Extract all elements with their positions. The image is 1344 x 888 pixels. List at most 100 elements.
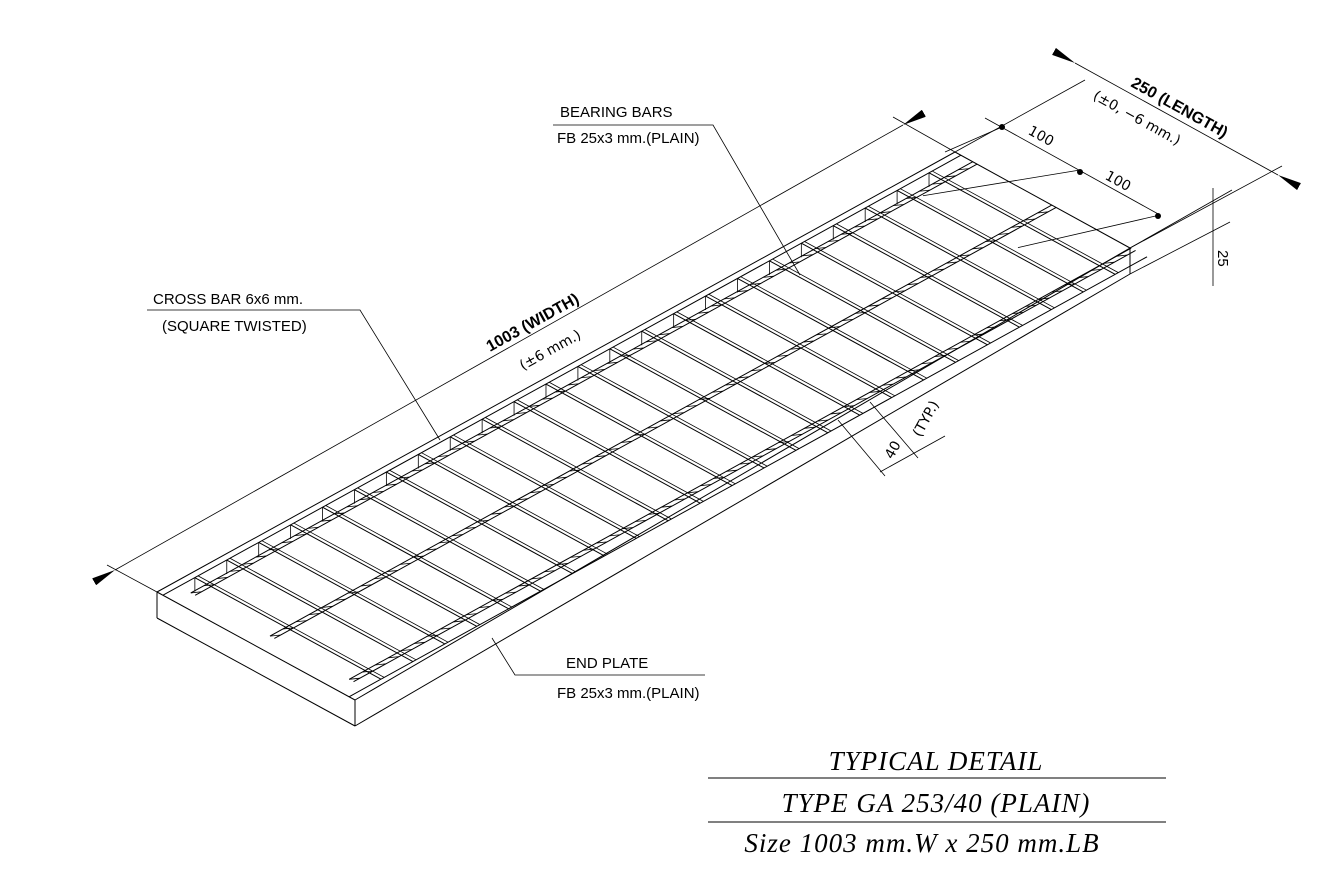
bearing-bar-edge	[580, 364, 768, 467]
cross-bar	[274, 206, 1057, 639]
length-dimension-line	[1052, 47, 1301, 191]
bearing-bar-edge	[772, 258, 959, 361]
title-line-2: TYPE GA 253/40 (PLAIN)	[782, 788, 1091, 818]
cross-bar-twist	[1038, 297, 1050, 300]
cross-bar-twist	[190, 591, 202, 594]
bearing-bar-edge	[708, 293, 896, 397]
cross-bar-twist	[945, 175, 956, 178]
cross-bar-twist	[959, 254, 971, 257]
cross-bar-twist	[1116, 254, 1128, 257]
end-plate-leader	[491, 637, 705, 676]
bearing-bar-edge	[261, 540, 449, 643]
cross-bar-leader	[147, 309, 441, 441]
pitch-dimension-line	[879, 435, 946, 473]
cross-bar-twist	[282, 627, 294, 630]
cross-bar-twist	[972, 247, 984, 250]
title-line-3: Size 1003 mm.W x 250 mm.LB	[744, 828, 1099, 858]
cross-bar-twist	[388, 656, 399, 659]
cross-bar-twist	[932, 182, 943, 185]
cross-bar-twist	[1077, 276, 1089, 279]
end-plate-right-top	[954, 151, 1131, 249]
pitch-extension-2	[869, 401, 919, 459]
grating-geometry	[92, 47, 1301, 727]
bearing-bar-edge	[517, 399, 704, 502]
end-plate-title: END PLATE	[566, 655, 648, 672]
depth-extension-top	[1129, 189, 1233, 249]
title-line-1: TYPICAL DETAIL	[829, 746, 1044, 776]
bearing-bar-edge	[485, 417, 672, 520]
cross-bar-twist	[934, 355, 946, 357]
width-extension-right	[892, 116, 956, 153]
bearing-bar-edge	[932, 170, 1119, 273]
bearing-bars-spec: FB 25x3 mm.(PLAIN)	[557, 130, 700, 147]
cross-bar-twist	[334, 598, 346, 601]
bearing-bar-edge	[868, 205, 1055, 309]
cross-bar-twist	[479, 606, 491, 608]
pitch-extension-1	[837, 419, 886, 477]
bearing-bar-edge	[421, 452, 608, 555]
depth-dimension: 25	[1214, 250, 1231, 267]
cross-bar-twist	[947, 347, 959, 350]
cross-bar-twist	[933, 268, 945, 271]
spacing-dimension-1: 100	[1025, 123, 1056, 150]
cross-bar-twist	[1051, 290, 1063, 293]
cross-bar-twist	[1103, 261, 1115, 264]
length-extension-back	[954, 79, 1086, 153]
cross-bar-twist	[349, 677, 360, 680]
cross-bar-twist	[1037, 211, 1049, 214]
end-plate-spec: FB 25x3 mm.(PLAIN)	[557, 685, 700, 702]
bearing-bars-leader	[553, 124, 801, 276]
cross-bar-twist	[1024, 218, 1036, 221]
dimension-dot	[1155, 213, 1161, 219]
cross-bar-twist	[375, 663, 386, 666]
bearing-bar-edge	[644, 329, 832, 432]
length-extension-front	[1129, 165, 1283, 249]
cross-bar-twist	[1025, 304, 1037, 307]
cross-bar-twist	[999, 319, 1011, 322]
cross-bar-twist	[466, 613, 478, 616]
cross-bar-twist	[1090, 268, 1102, 271]
bearing-bar-edge	[357, 487, 544, 590]
cross-bar-twist	[958, 168, 969, 171]
width-extension-left	[106, 564, 158, 593]
cross-bar-twist	[973, 333, 985, 336]
length-dimension: 250 (LENGTH)	[1128, 75, 1230, 142]
cross-bar-twist	[985, 240, 997, 243]
bearing-bar-edge	[293, 522, 481, 625]
bearing-bar-edge	[612, 346, 800, 449]
cross-bar-twist	[453, 620, 465, 623]
cross-bar-twist	[295, 620, 307, 623]
cross-bar-twist	[440, 627, 452, 630]
cross-bar-twist	[946, 261, 958, 264]
bearing-bars-title: BEARING BARS	[560, 104, 673, 121]
bearing-bar-edge	[900, 188, 1087, 291]
cross-bar-twist	[986, 326, 998, 329]
cross-bar-twist	[362, 670, 373, 673]
cross-bar-twist	[308, 613, 320, 616]
dimension-dot	[999, 124, 1005, 130]
dimension-dot	[1077, 169, 1083, 175]
cross-bar-twist	[321, 605, 333, 608]
cross-bar-spec: (SQUARE TWISTED)	[162, 318, 307, 335]
cross-bar-twist	[492, 598, 504, 601]
cross-bar-twist	[401, 649, 412, 652]
cross-bar-twist	[427, 634, 439, 637]
cross-bar-twist	[1012, 312, 1024, 314]
cross-bar-twist	[1011, 225, 1023, 228]
spacing-dimension-line	[984, 117, 1161, 216]
spacing-extension-front	[1017, 214, 1161, 248]
cross-bar-twist	[960, 340, 972, 343]
end-plate-left-top	[156, 591, 356, 701]
bearing-bar-edge	[548, 381, 736, 485]
spacing-extension-mid	[922, 169, 1081, 197]
cross-bar-twist	[505, 591, 517, 594]
spacing-dimension-2: 100	[1102, 168, 1133, 195]
pitch-note: (TYP.)	[910, 398, 943, 440]
leader-lines	[147, 124, 801, 676]
spacing-extension-back	[944, 126, 1003, 153]
cross-bar-twist	[269, 634, 281, 637]
side-bar-front-bottom	[354, 273, 1131, 727]
bearing-bar-edge	[197, 575, 385, 678]
